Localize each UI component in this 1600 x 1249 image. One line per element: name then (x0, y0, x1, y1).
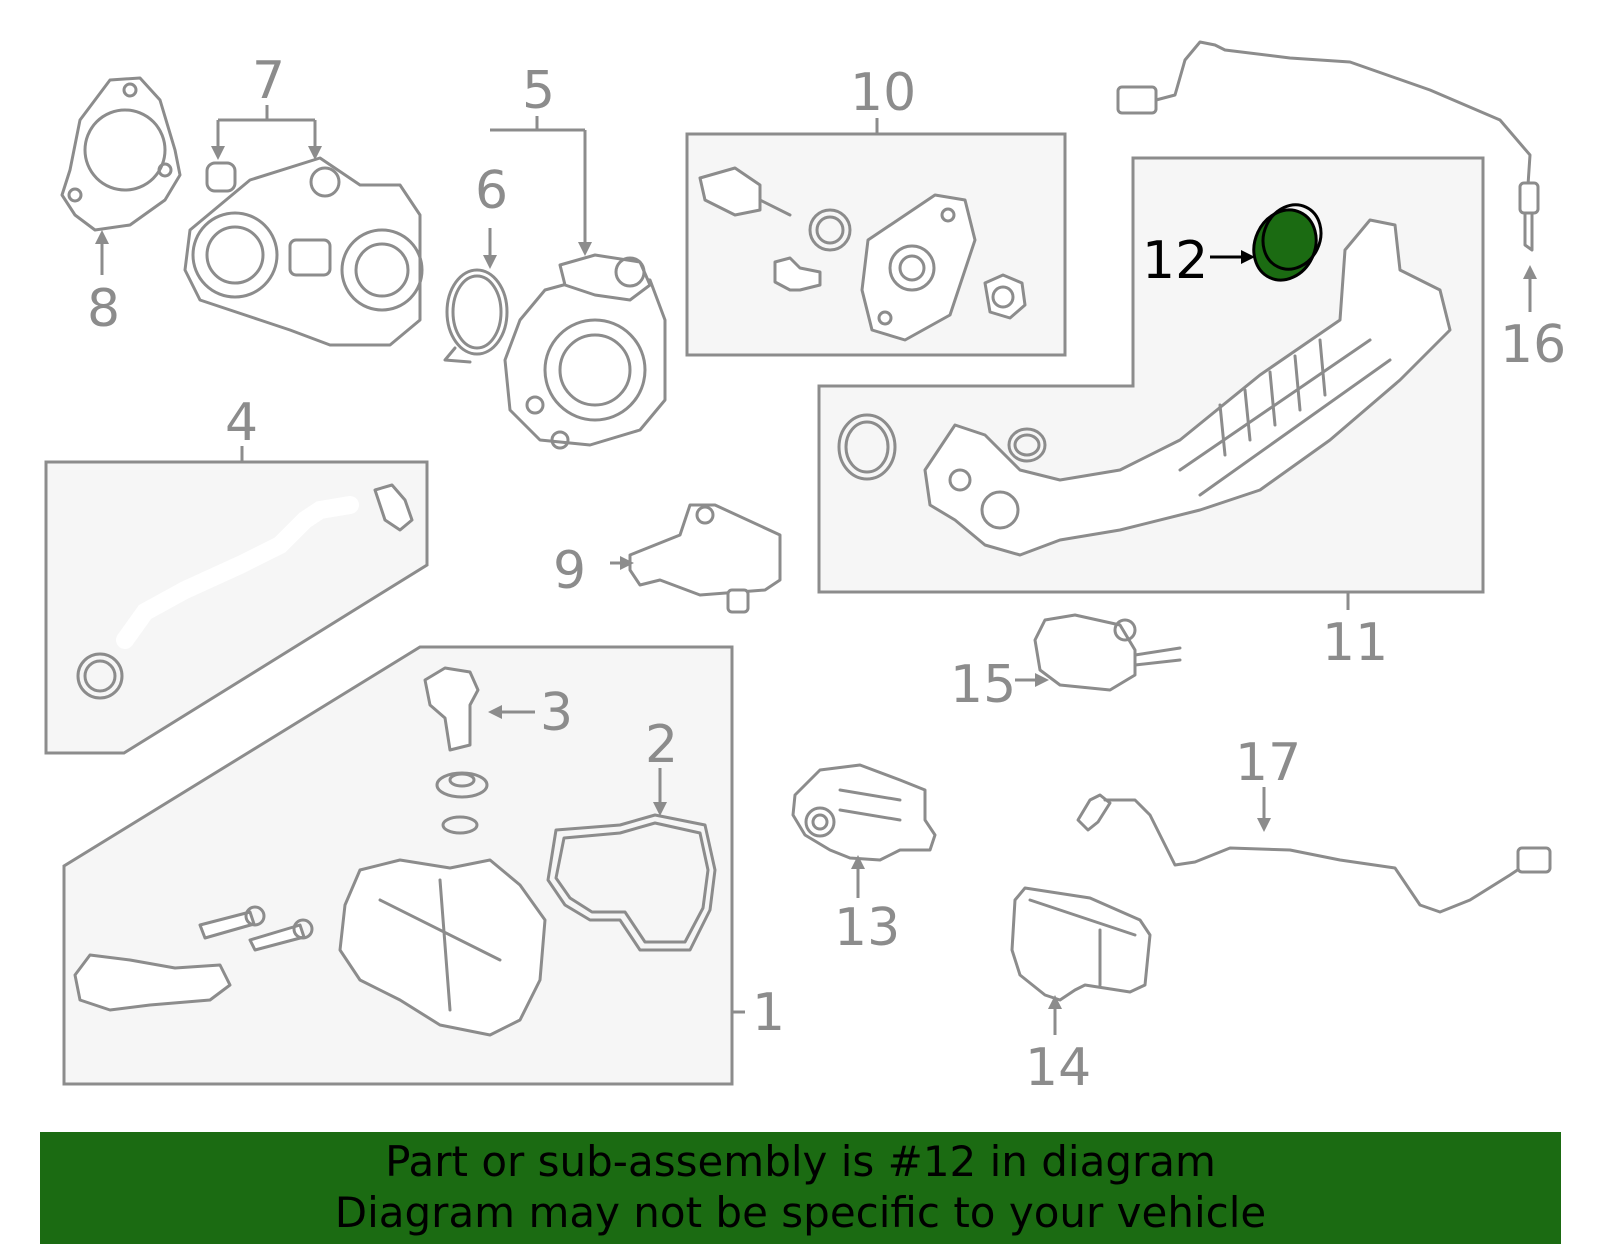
oxygen-sensor-part-16 (1116, 40, 1540, 252)
leader-lines (95, 105, 1537, 1035)
gasket-part-8 (60, 76, 182, 232)
callout-17: 17 (1235, 733, 1301, 793)
valve-part-15 (1033, 613, 1182, 692)
callout-16: 16 (1500, 315, 1566, 375)
map-sensor-part-9 (628, 503, 782, 614)
o-ring-part-6 (443, 268, 509, 364)
valve-cover-part-1 (73, 858, 547, 1037)
cover-gasket-part-2 (546, 813, 717, 952)
vacuum-pump-part-5 (503, 253, 667, 450)
callout-7: 7 (252, 51, 285, 111)
egr-cooler-part-11 (837, 218, 1452, 557)
parts-diagram: 1 2 3 4 5 6 7 8 9 10 11 12 13 14 15 16 1… (44, 40, 1566, 1098)
banner-line-part: Part or sub-assembly is #12 in diagram (385, 1137, 1216, 1186)
seal-part-12-highlighted (1252, 203, 1323, 282)
callout-13: 13 (834, 898, 900, 958)
valve-body-part-13 (791, 763, 937, 862)
callout-2: 2 (645, 715, 678, 775)
hose-part-4 (76, 483, 414, 700)
callout-14: 14 (1025, 1038, 1091, 1098)
pcv-valve-part-3 (423, 666, 489, 835)
callout-5: 5 (522, 61, 555, 121)
callout-4: 4 (225, 393, 258, 453)
sensor-part-10 (698, 166, 1027, 342)
callout-15: 15 (950, 655, 1016, 715)
callout-9: 9 (553, 541, 586, 601)
callout-8: 8 (87, 279, 120, 339)
group-box-4 (44, 460, 429, 755)
cooler-part-14 (1010, 886, 1152, 1002)
callout-6: 6 (475, 161, 508, 221)
callout-1: 1 (752, 983, 785, 1043)
banner-line-disclaimer: Diagram may not be specific to your vehi… (334, 1188, 1267, 1237)
callout-12: 12 (1142, 231, 1208, 291)
callout-10: 10 (850, 63, 916, 123)
info-banner: Part or sub-assembly is #12 in diagram D… (40, 1132, 1561, 1244)
throttle-body-part-7 (183, 156, 424, 347)
leader-line-12 (1210, 250, 1255, 264)
callout-3: 3 (540, 683, 573, 743)
oxygen-sensor-part-17 (1076, 793, 1552, 914)
callout-11: 11 (1322, 613, 1388, 673)
